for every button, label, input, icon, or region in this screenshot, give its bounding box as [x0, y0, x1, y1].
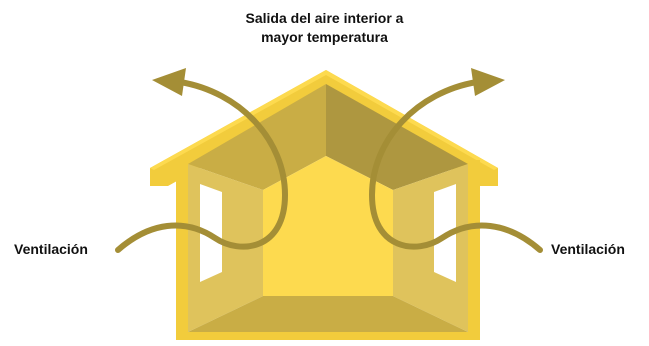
- floor-frame: [176, 332, 480, 340]
- title-line-2: mayor temperatura: [261, 29, 388, 45]
- roof-underside-left: [188, 84, 326, 190]
- ventilation-label-left: Ventilación: [14, 241, 88, 257]
- diagram-title: Salida del aire interior a mayor tempera…: [0, 9, 649, 47]
- ventilation-label-right: Ventilación: [551, 241, 625, 257]
- arrow-head-right-icon: [471, 68, 505, 96]
- airflow-arrows: [115, 79, 543, 253]
- arrow-head-left-icon: [152, 68, 186, 96]
- back-wall: [263, 156, 393, 296]
- roof-underside-right: [326, 84, 468, 190]
- wall-frame-left: [176, 160, 188, 336]
- airflow-path-left: [115, 79, 289, 253]
- floor: [188, 296, 468, 332]
- airflow-path-right: [368, 79, 543, 253]
- wall-frame-right: [468, 160, 480, 336]
- title-line-1: Salida del aire interior a: [245, 10, 404, 26]
